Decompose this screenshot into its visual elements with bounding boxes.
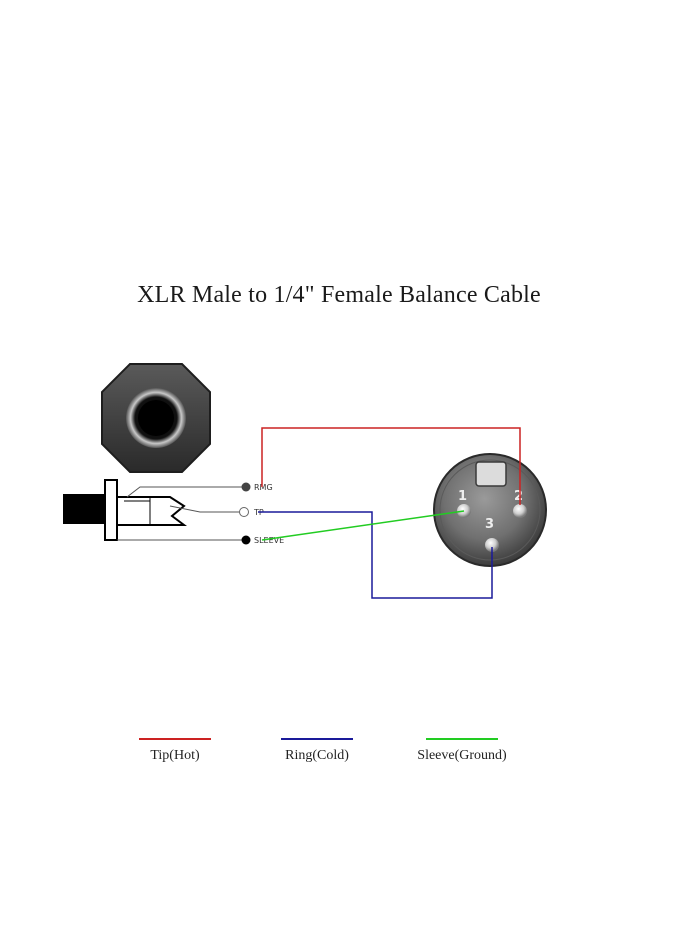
legend-swatch-ring-cold [281, 738, 353, 740]
legend-swatch-sleeve-ground [426, 738, 498, 740]
legend-item-tip-hot: Tip(Hot) [105, 738, 245, 764]
diagram-title: XLR Male to 1/4" Female Balance Cable [137, 282, 541, 308]
sleeve-label: SLEEVE [254, 536, 284, 545]
legend-label-sleeve-ground: Sleeve(Ground) [417, 748, 507, 763]
xlr-key-tab [475, 461, 507, 487]
xlr-pin-2 [513, 504, 527, 518]
female-jack-face [101, 363, 211, 473]
tip-hot-wire [261, 427, 521, 505]
sleeve-ground-wire [261, 510, 465, 541]
ring-cold-wire [258, 511, 493, 599]
pin-1-number: 1 [458, 489, 467, 504]
legend-item-ring-cold: Ring(Cold) [247, 738, 387, 764]
quarter-inch-plug-schematic [63, 479, 187, 541]
xlr-male-connector: 1 2 3 [433, 453, 547, 567]
legend-swatch-tip-hot [139, 738, 211, 740]
pin-2-number: 2 [514, 489, 523, 504]
ring-label: RMG [254, 483, 273, 492]
jack-wiring [117, 486, 246, 541]
sleeve-terminal [241, 535, 251, 545]
legend-label-tip-hot: Tip(Hot) [150, 748, 200, 763]
pin-3-number: 3 [485, 517, 494, 532]
ring-terminal [241, 482, 251, 492]
legend-item-sleeve-ground: Sleeve(Ground) [392, 738, 532, 764]
legend-label-ring-cold: Ring(Cold) [285, 748, 349, 763]
tip-terminal [239, 507, 249, 517]
xlr-pin-3 [485, 538, 499, 552]
